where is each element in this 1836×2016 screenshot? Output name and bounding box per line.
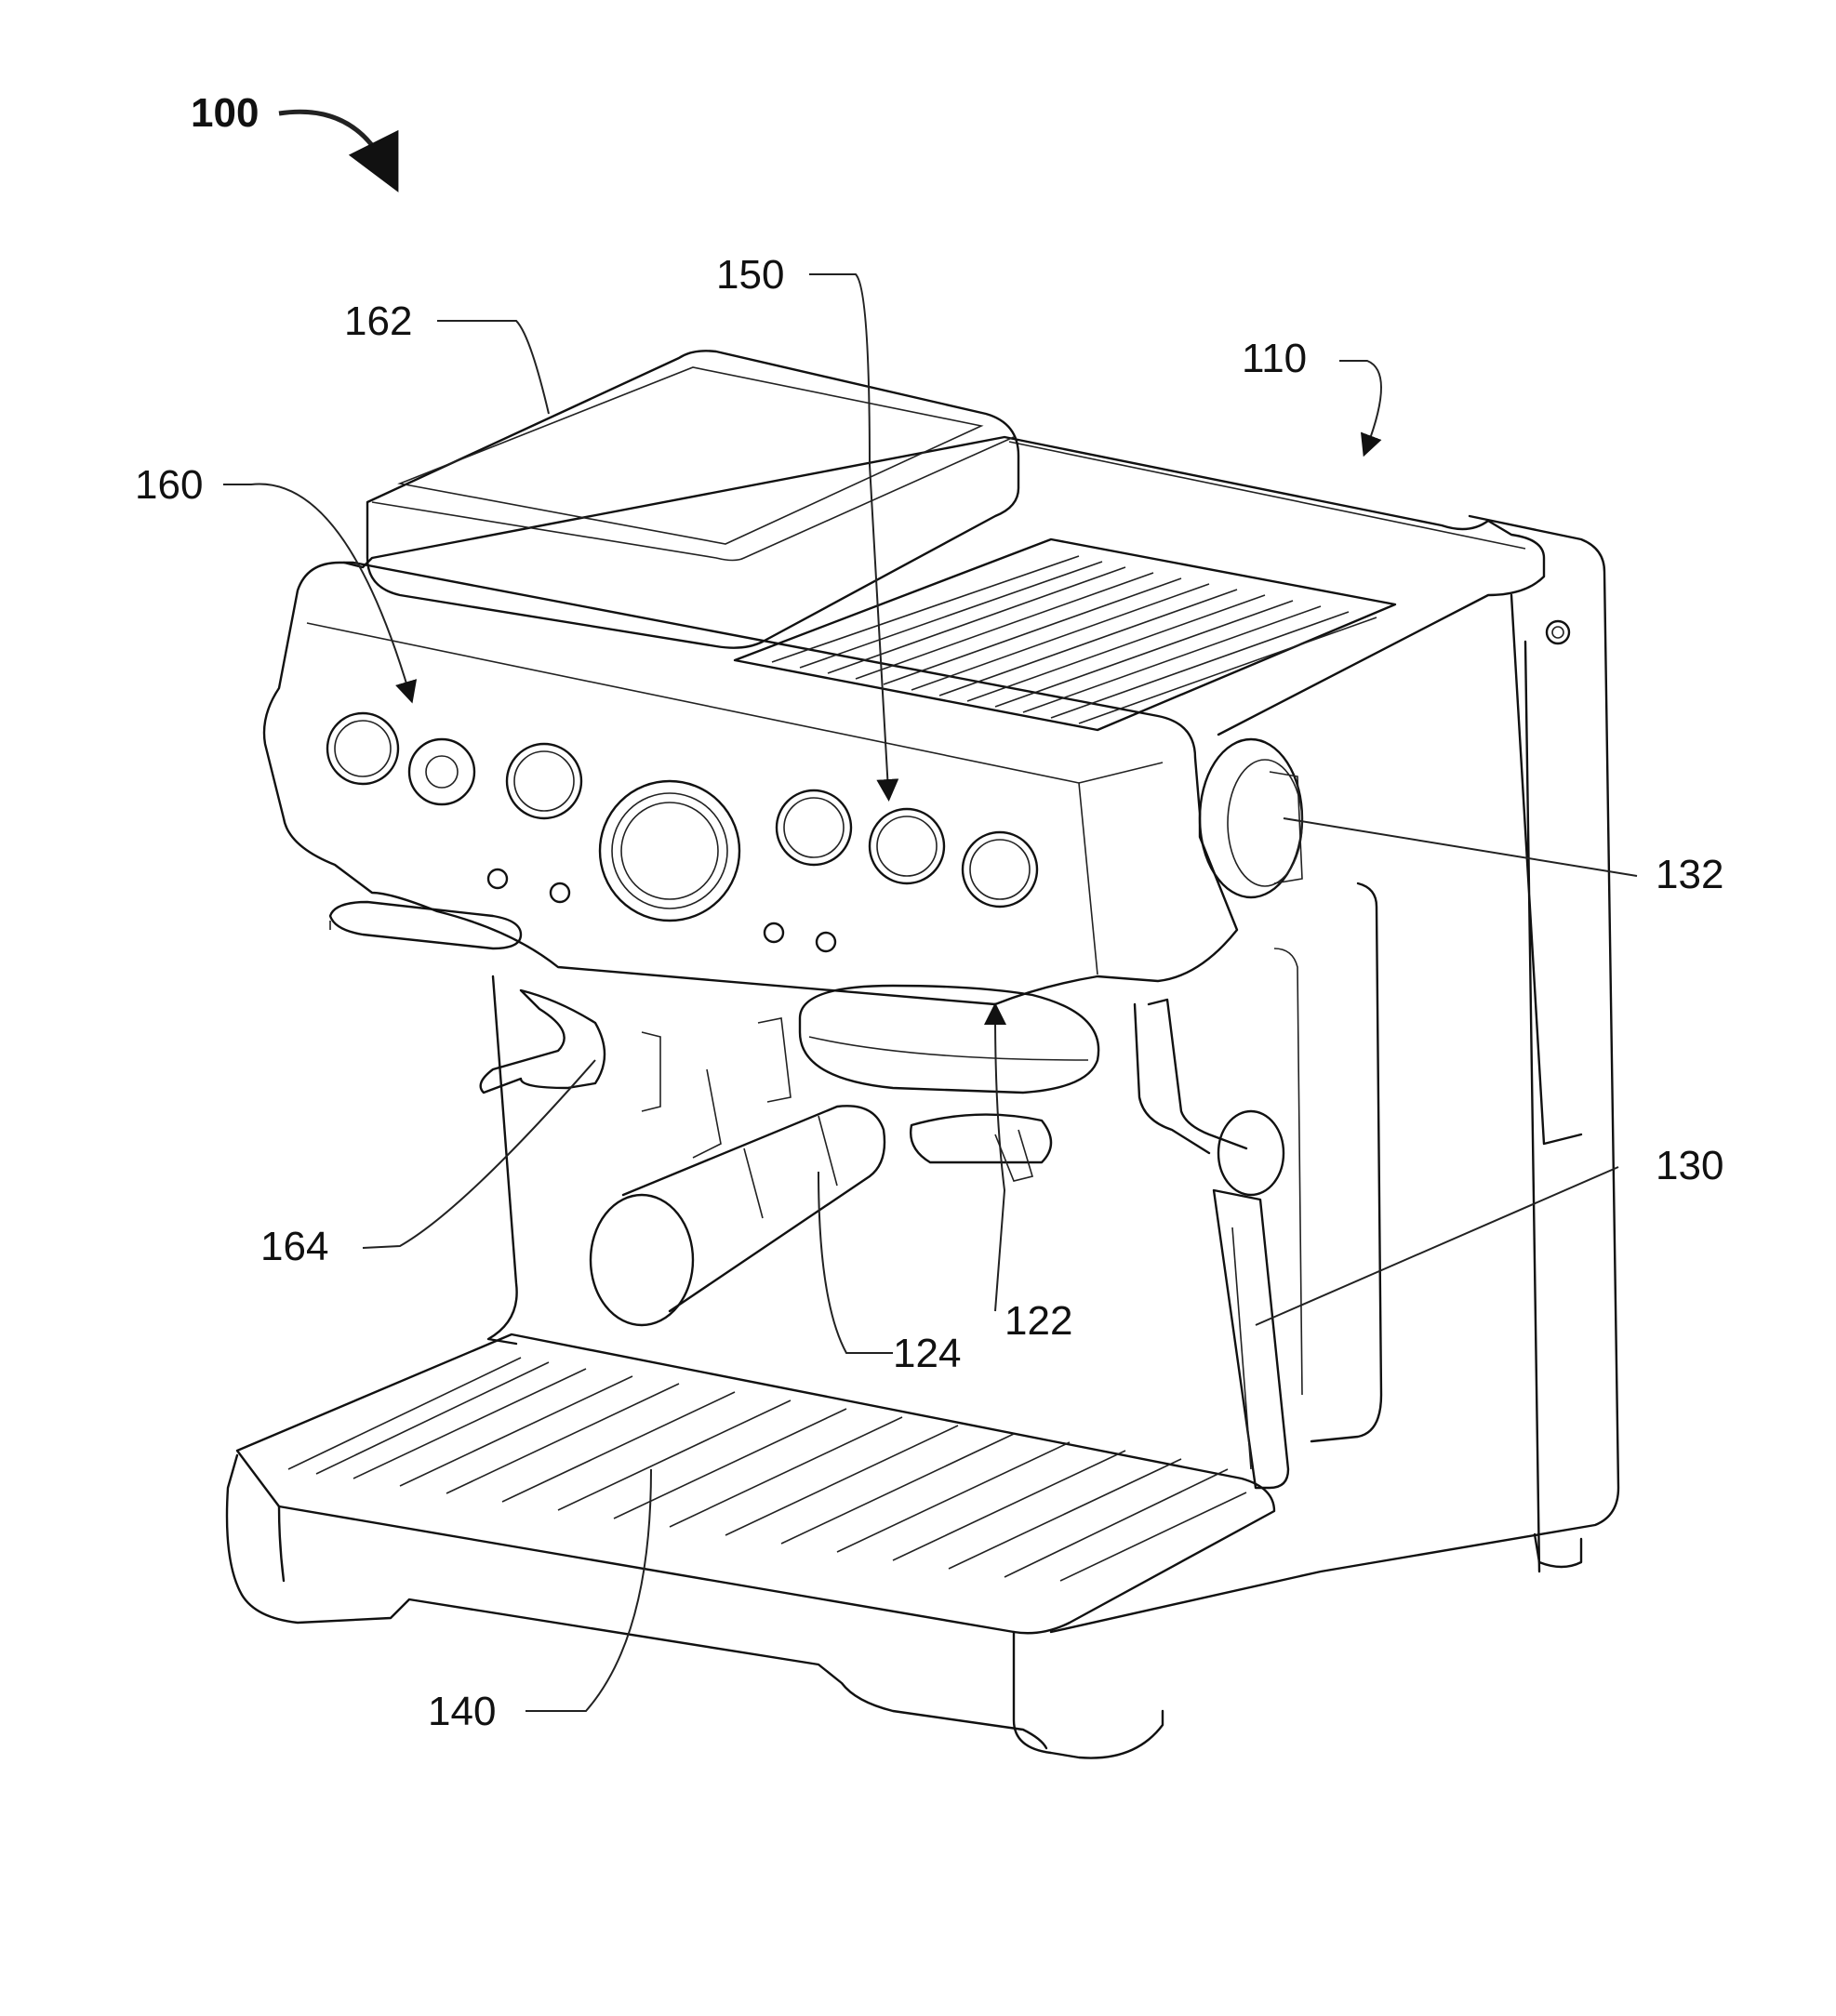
button-6 (870, 809, 944, 883)
leader-124 (818, 1172, 893, 1353)
drip-tray (227, 1334, 1274, 1758)
leader-132 (1284, 818, 1637, 876)
leader-110 (1339, 361, 1381, 446)
espresso-machine-drawing (227, 351, 1618, 1757)
label-110: 110 (1242, 336, 1307, 381)
button-left (327, 713, 398, 784)
label-122: 122 (1004, 1298, 1072, 1344)
button-3 (507, 744, 581, 818)
leader-130 (1256, 1167, 1618, 1325)
leader-100 (279, 112, 386, 167)
reference-numerals: 100 162 150 110 160 132 130 164 122 124 … (135, 90, 1723, 1734)
label-162: 162 (344, 298, 412, 344)
portafilter (591, 1106, 1051, 1325)
label-140: 140 (428, 1689, 496, 1734)
grinder-cradle (481, 990, 791, 1158)
steam-wand (1135, 1000, 1288, 1488)
leader-150 (809, 274, 888, 790)
bean-hopper-lid (367, 351, 1018, 647)
side-switch (1547, 621, 1569, 643)
label-132: 132 (1656, 852, 1723, 897)
leader-140 (526, 1469, 651, 1711)
group-head (800, 986, 1098, 1093)
control-panel (327, 713, 1037, 951)
label-160: 160 (135, 462, 203, 508)
cup-warmer-grill (735, 539, 1395, 730)
top-plate (344, 437, 1544, 735)
button-7 (963, 832, 1037, 907)
label-130: 130 (1656, 1143, 1723, 1188)
grind-knob (409, 739, 474, 804)
leader-162 (437, 321, 549, 414)
label-124: 124 (893, 1331, 961, 1376)
button-5 (777, 790, 851, 865)
label-150: 150 (716, 252, 784, 298)
housing-outline (1051, 516, 1618, 1632)
label-164: 164 (260, 1224, 328, 1269)
control-housing (264, 563, 1237, 1004)
label-100: 100 (191, 90, 259, 136)
